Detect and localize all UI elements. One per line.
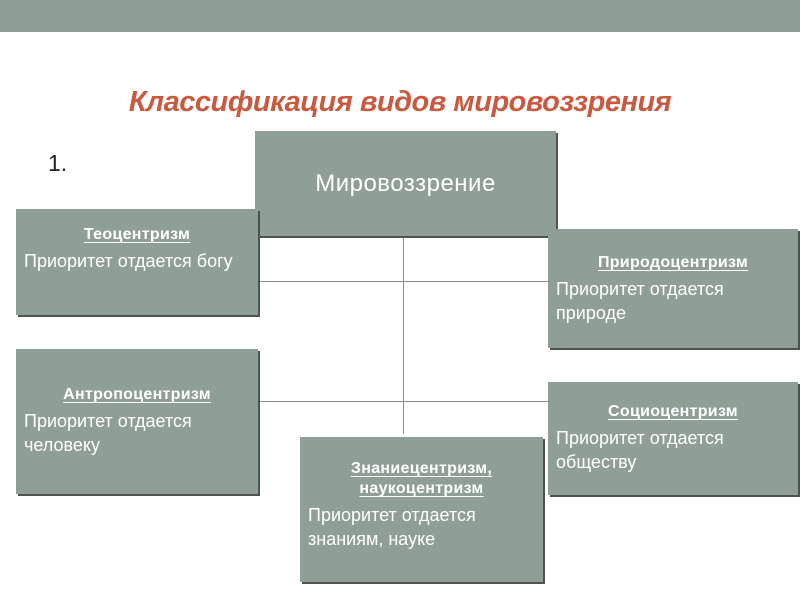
connector-horizontal-lower [258,401,548,402]
node-title: Природоцентризм [597,254,749,271]
node-description: Приоритет отдается обществу [556,428,724,472]
connector-horizontal-upper [258,281,548,282]
node-description: Приоритет отдается богу [24,251,233,271]
node-scientocentrism: Знаниецентризм, наукоцентризм Приоритет … [300,437,543,582]
root-node-worldview: Мировоззрение [255,131,556,236]
node-title: Антропоцентризм [63,386,211,403]
node-description: Приоритет отдается знаниям, науке [308,505,476,549]
node-description: Приоритет отдается природе [556,279,724,323]
list-number: 1. [48,150,68,176]
node-theocentrism: Теоцентризм Приоритет отдается богу [16,209,258,315]
node-description: Приоритет отдается человеку [24,411,192,455]
node-title: Знаниецентризм, наукоцентризм [350,460,493,497]
node-naturocentrism: Природоцентризм Приоритет отдается приро… [548,229,798,348]
node-title: Социоцентризм [608,403,738,420]
root-node-label: Мировоззрение [315,169,496,197]
header-band [0,0,800,32]
node-sociocentrism: Социоцентризм Приоритет отдается обществ… [548,382,798,495]
connector-vertical [403,236,404,434]
slide-title: Классификация видов мировоззрения [128,86,672,118]
node-anthropocentrism: Антропоцентризм Приоритет отдается челов… [16,349,258,494]
node-title: Теоцентризм [83,226,191,243]
